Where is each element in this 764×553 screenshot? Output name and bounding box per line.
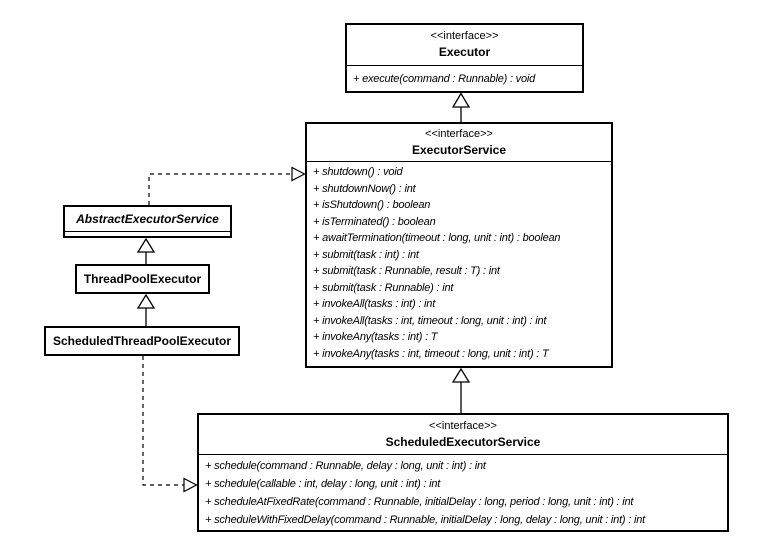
method-row: + isTerminated() : boolean <box>313 215 436 228</box>
realization-abstractexecutorservice-to-executorservice <box>148 166 306 205</box>
method-row: + shutdown() : void <box>313 166 403 178</box>
method-row: + invokeAny(tasks : int, timeout : long,… <box>313 347 549 360</box>
hollow-triangle-arrowhead-icon <box>291 166 306 182</box>
empty-compartment <box>65 231 230 236</box>
class-executor-name: Executor <box>438 45 491 59</box>
generalization-scheduledexecutorservice-to-executorservice <box>451 367 471 413</box>
generalization-threadpoolexecutor-to-abstractexecutorservice <box>136 237 156 264</box>
method-row: + submit(task : int) : int <box>313 248 419 261</box>
hollow-triangle-arrowhead-icon <box>451 92 471 108</box>
realization-dashed-line <box>148 173 292 205</box>
class-thread-pool-executor: ThreadPoolExecutor <box>75 264 210 294</box>
method-row: + schedule(callable : int, delay : long,… <box>205 478 441 490</box>
class-executor-methods-compartment: + execute(command : Runnable) : void <box>347 65 582 91</box>
generalization-scheduledthreadpoolexecutor-to-threadpoolexecutor <box>136 293 156 326</box>
method-row: + invokeAny(tasks : int) : T <box>313 331 438 343</box>
class-scheduled-thread-pool-executor-name: ScheduledThreadPoolExecutor <box>52 334 232 348</box>
class-executor-service-methods-compartment: + shutdown() : void + shutdownNow() : in… <box>307 161 611 366</box>
class-scheduled-executor-service-header: <<interface>> ScheduledExecutorService <box>199 415 727 454</box>
class-scheduled-executor-service: <<interface>> ScheduledExecutorService +… <box>197 413 729 532</box>
realization-scheduledthreadpoolexecutor-to-scheduledexecutorservice <box>142 356 198 493</box>
method-row: + scheduleAtFixedRate(command : Runnable… <box>205 496 634 508</box>
class-thread-pool-executor-name: ThreadPoolExecutor <box>83 272 202 286</box>
hollow-triangle-arrowhead-icon <box>136 293 156 309</box>
class-executor-service: <<interface>> ExecutorService + shutdown… <box>305 122 613 368</box>
hollow-triangle-arrowhead-icon <box>183 477 198 493</box>
class-executor: <<interface>> Executor + execute(command… <box>345 23 584 93</box>
realization-dashed-line <box>142 356 184 486</box>
method-row: + execute(command : Runnable) : void <box>353 73 536 85</box>
class-scheduled-thread-pool-executor: ScheduledThreadPoolExecutor <box>44 326 240 356</box>
method-row: + invokeAll(tasks : int, timeout : long,… <box>313 314 547 327</box>
method-row: + isShutdown() : boolean <box>313 199 431 211</box>
method-row: + scheduleWithFixedDelay(command : Runna… <box>205 514 645 526</box>
class-executor-service-header: <<interface>> ExecutorService <box>307 124 611 161</box>
class-executor-stereotype: <<interface>> <box>430 30 499 42</box>
hollow-triangle-arrowhead-icon <box>451 367 471 383</box>
method-row: + schedule(command : Runnable, delay : l… <box>205 460 486 472</box>
generalization-executorservice-to-executor <box>451 92 471 122</box>
method-row: + submit(task : Runnable, result : T) : … <box>313 265 500 277</box>
class-executor-service-stereotype: <<interface>> <box>425 128 493 140</box>
class-abstract-executor-service-name: AbstractExecutorService <box>76 212 219 226</box>
method-row: + submit(task : Runnable) : int <box>313 281 454 294</box>
class-scheduled-executor-service-stereotype: <<interface>> <box>429 420 497 432</box>
method-row: + invokeAll(tasks : int) : int <box>313 298 436 310</box>
hollow-triangle-arrowhead-icon <box>136 237 156 253</box>
class-executor-header: <<interface>> Executor <box>347 25 582 65</box>
class-abstract-executor-service: AbstractExecutorService <box>63 205 232 238</box>
method-row: + shutdownNow() : int <box>313 182 416 195</box>
class-executor-service-name: ExecutorService <box>411 143 507 157</box>
class-scheduled-executor-service-methods-compartment: + schedule(command : Runnable, delay : l… <box>199 454 727 530</box>
class-scheduled-executor-service-name: ScheduledExecutorService <box>385 435 541 449</box>
method-row: + awaitTermination(timeout : long, unit … <box>313 232 561 244</box>
